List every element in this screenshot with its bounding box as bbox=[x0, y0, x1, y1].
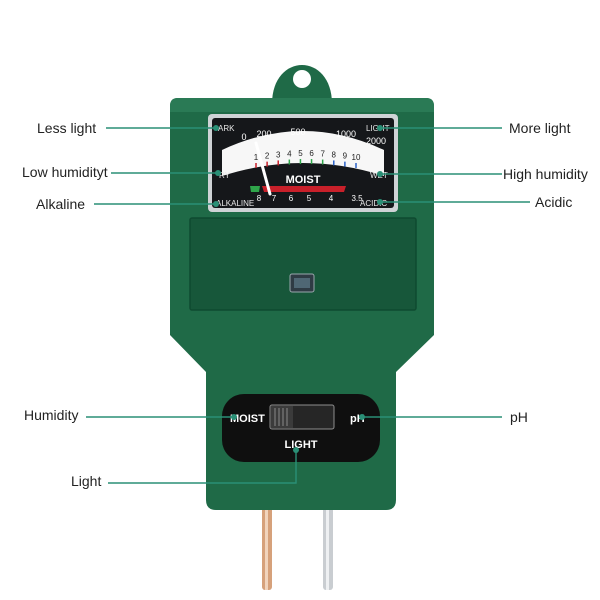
scale-label-ry: RY bbox=[219, 171, 231, 180]
mode-switch-grip bbox=[274, 408, 288, 426]
ph-tick-label: 7 bbox=[272, 194, 277, 203]
callout-alkaline: Alkaline bbox=[36, 196, 86, 212]
body-top-highlight bbox=[170, 98, 434, 112]
ph-red-band bbox=[262, 186, 346, 192]
hanging-hole bbox=[293, 70, 311, 88]
light-sensor-glass bbox=[294, 278, 310, 288]
callout-light: Light bbox=[71, 473, 102, 489]
light-tick-label: 2000 bbox=[366, 136, 386, 146]
light-scale: 0 200 500 1000 2000 bbox=[241, 127, 386, 146]
callout-acidic: Acidic bbox=[535, 194, 573, 210]
callout-more-light: More light bbox=[509, 120, 571, 136]
scale-label-moist: MOIST bbox=[286, 174, 321, 186]
scale-label-acidic: ACIDIC bbox=[360, 199, 387, 208]
ph-green-band bbox=[250, 186, 260, 192]
leader-light bbox=[108, 450, 297, 484]
moist-tick-label: 9 bbox=[343, 152, 348, 161]
ph-tick-label: 5 bbox=[307, 194, 312, 203]
ph-tick-label: 6 bbox=[289, 194, 294, 203]
ph-tick-label: 3.5 bbox=[351, 194, 363, 203]
moist-tick-label: 3 bbox=[276, 150, 281, 159]
ph-tick-label: 4 bbox=[329, 194, 334, 203]
steel-probe-highlight bbox=[326, 505, 329, 590]
leader-dots bbox=[213, 125, 383, 453]
callout-less-light: Less light bbox=[37, 120, 97, 136]
moist-tick-label: 2 bbox=[265, 152, 270, 161]
light-tick-label: 500 bbox=[290, 127, 305, 137]
scale-label-alkaline: ALKALINE bbox=[216, 199, 254, 208]
callout-low-humidity: Low humidityt bbox=[22, 164, 108, 180]
dial-needle bbox=[254, 141, 272, 196]
switch-label-light: LIGHT bbox=[285, 439, 318, 451]
light-tick-label: 1000 bbox=[336, 129, 356, 139]
callout-high-humidity: High humidity bbox=[503, 166, 588, 182]
moist-tick-label: 4 bbox=[287, 150, 292, 159]
light-tick-label: 0 bbox=[241, 132, 246, 142]
light-tick-label: 200 bbox=[256, 129, 271, 139]
moist-tick-label: 1 bbox=[254, 153, 259, 162]
moist-tick-label: 5 bbox=[298, 149, 303, 158]
scale-label-ark: ARK bbox=[218, 124, 235, 133]
callout-humidity: Humidity bbox=[24, 407, 79, 423]
ph-scale: 8 7 6 5 4 3.5 bbox=[257, 194, 363, 203]
mode-switch-knob[interactable] bbox=[271, 406, 293, 428]
leader-lines bbox=[86, 127, 530, 484]
moist-tick-label: 7 bbox=[320, 150, 325, 159]
switch-label-moist: MOIST bbox=[230, 413, 265, 425]
moist-tick-label: 6 bbox=[309, 149, 314, 158]
copper-probe-highlight bbox=[265, 505, 268, 590]
moist-tick-label: 10 bbox=[352, 153, 361, 162]
callout-ph: pH bbox=[510, 409, 528, 425]
sensor-window bbox=[189, 217, 417, 311]
ph-tick-label: 8 bbox=[257, 194, 262, 203]
moist-tick-label: 8 bbox=[332, 150, 337, 159]
